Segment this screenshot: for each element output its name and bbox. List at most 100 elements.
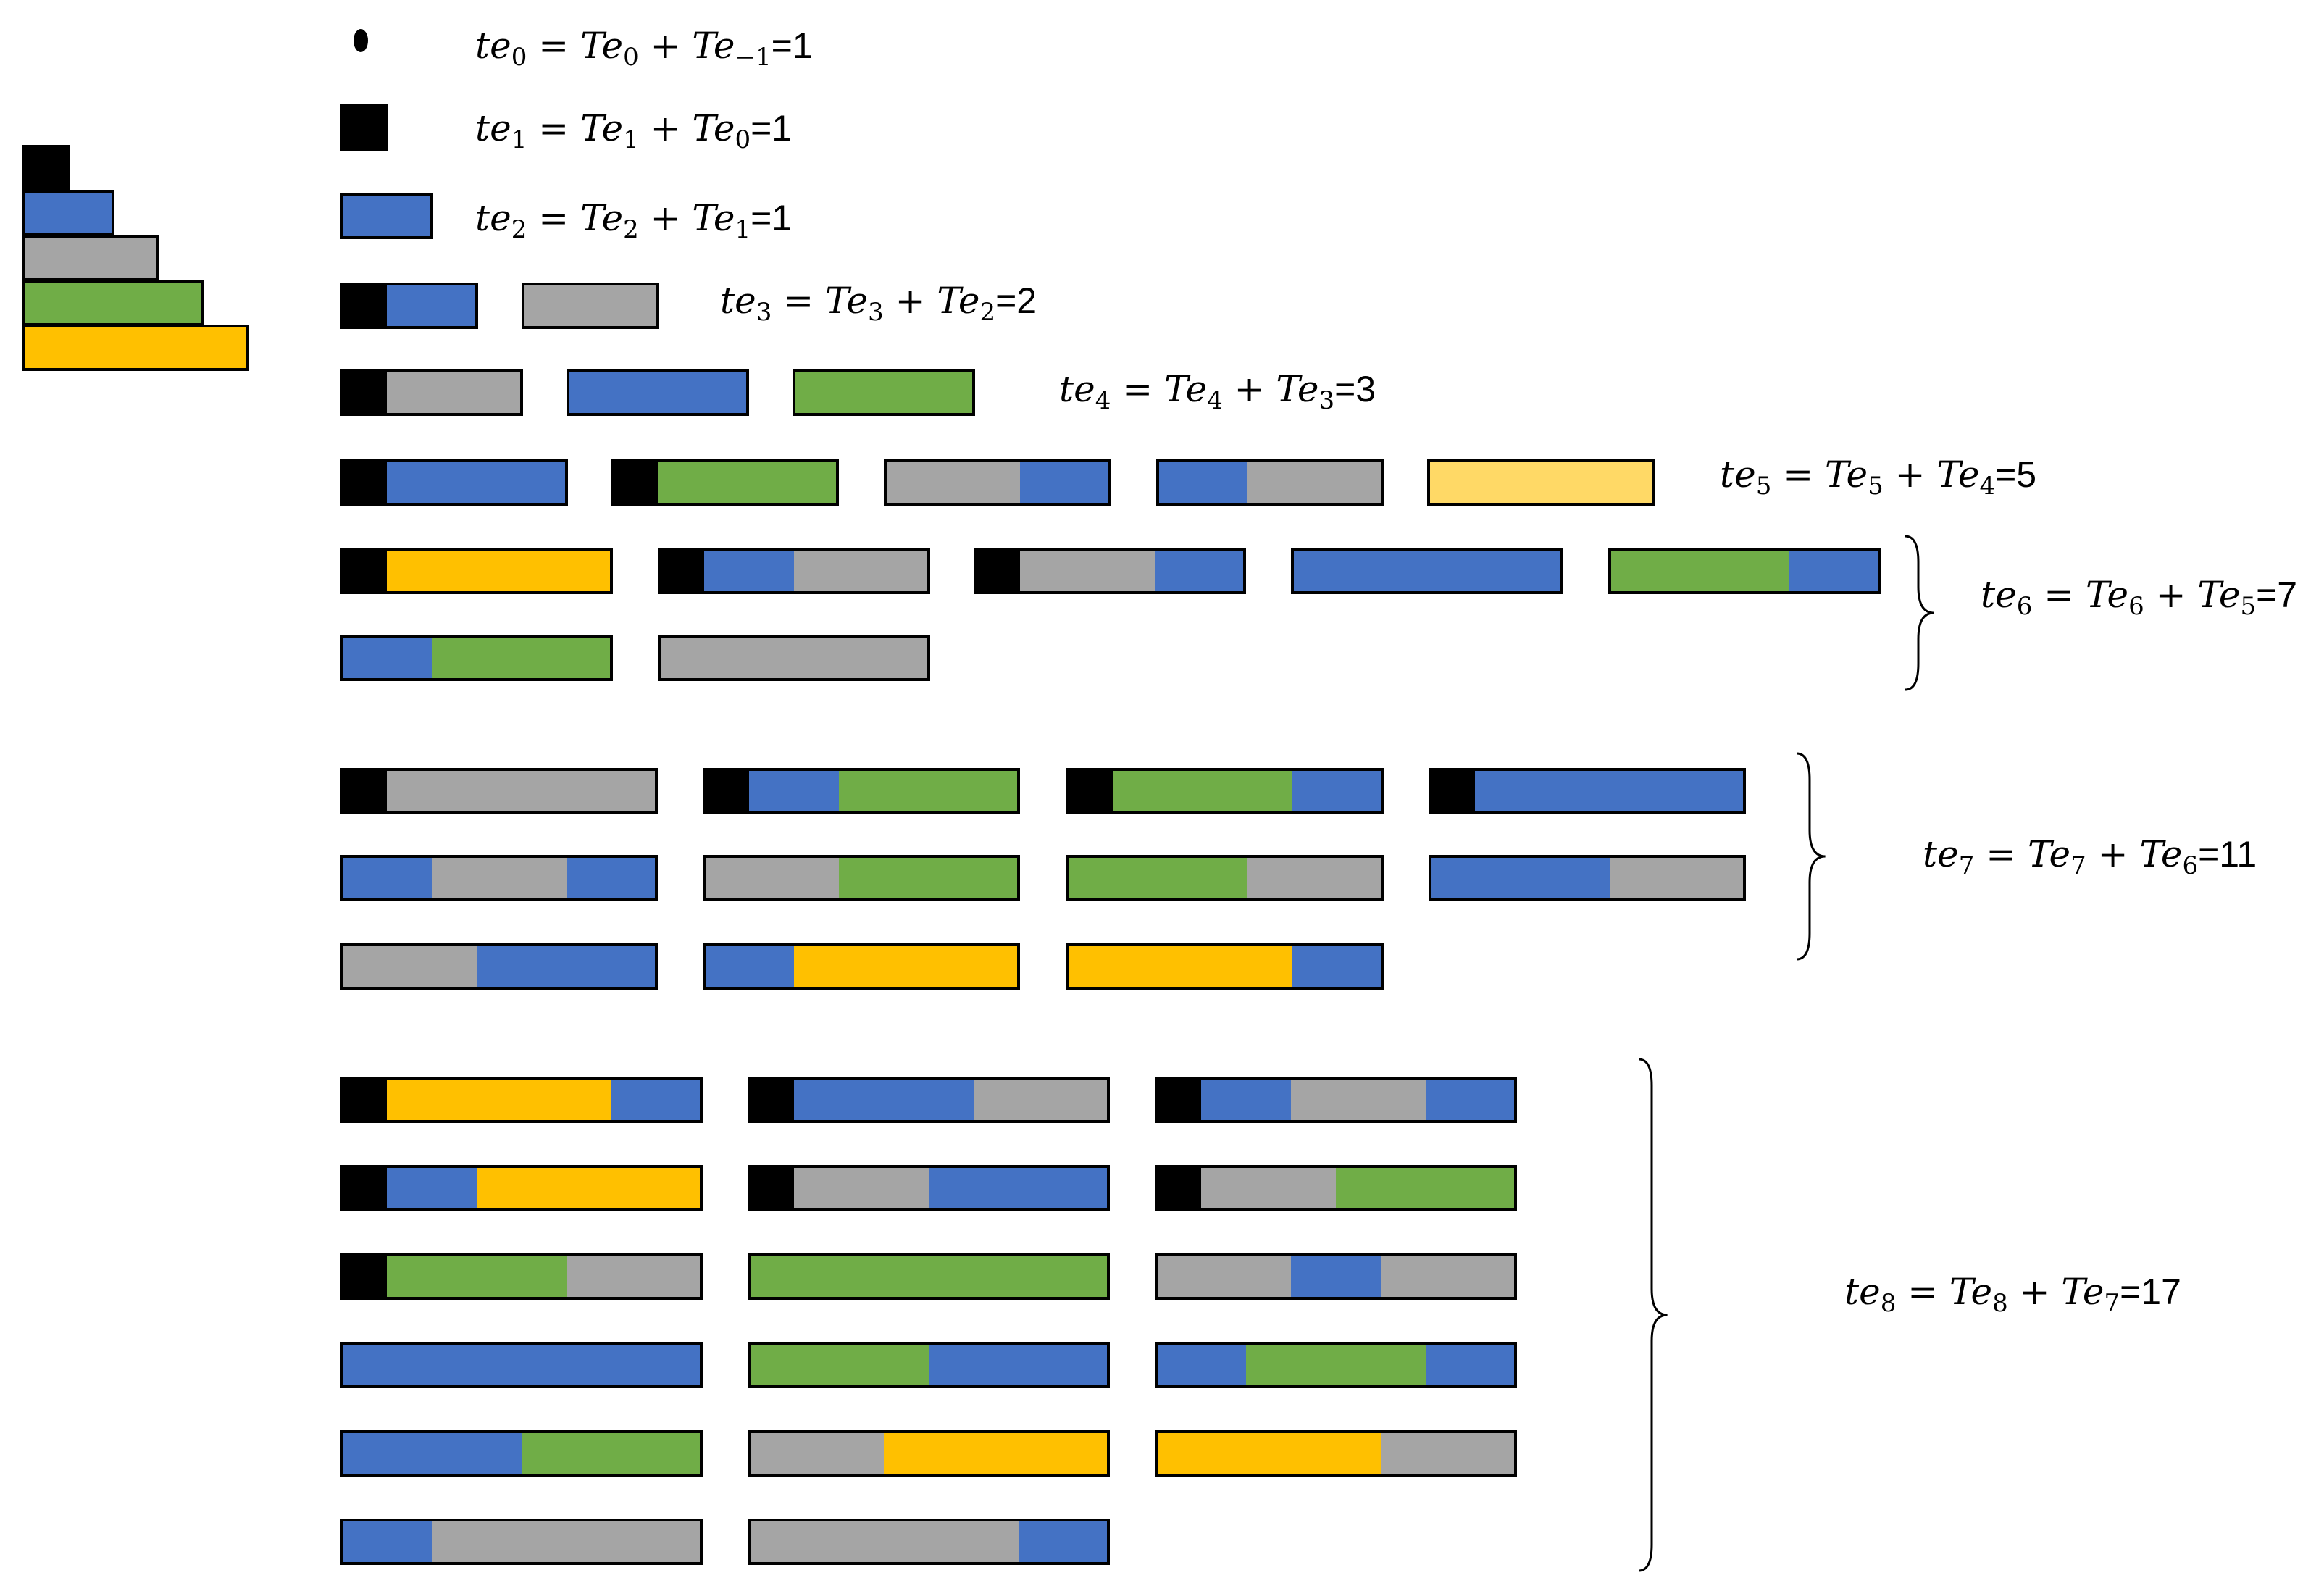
te6-tiling-6-piece-1 [794,636,929,680]
te7-tiling-4-piece-2 [567,856,656,900]
te7-tiling-3-piece-3 [1655,769,1744,813]
te8-tiling-7-piece-1 [929,1255,1108,1298]
te6-tiling-5-piece-1 [432,636,611,680]
te5-tiling-2-piece-1 [1020,461,1110,504]
te7-tiling-10-outline [1066,943,1384,990]
te8-tiling-15-piece-1 [432,1520,567,1563]
legend-bar-orange [23,326,248,369]
te7-tiling-1-piece-0 [704,769,749,813]
te6-tiling-1-outline [658,548,930,594]
legend-bar-black [23,146,68,190]
te5-equation: te5 = Te5 + Te4=5 [1720,454,2036,501]
te6-tiling-3-outline [1291,548,1563,594]
te7-tiling-8-piece-1 [477,945,567,988]
te7-tiling-3-outline [1429,768,1746,814]
eq-lhs: te [1923,833,1959,875]
te8-tiling-0-piece-0 [342,1078,387,1122]
te8-tiling-1-piece-0 [749,1078,794,1122]
eq-lhs: te [1720,454,1756,496]
te8-tiling-8-piece-2 [1381,1255,1516,1298]
te8-tiling-11-piece-0 [1156,1343,1246,1387]
te5-tiling-2-piece-0 [885,461,1020,504]
te8-tiling-1-piece-2 [884,1078,974,1122]
eq-result: =5 [1995,454,2036,495]
te6-tiling-3-piece-0 [1292,549,1382,593]
te7-tiling-3-piece-2 [1565,769,1655,813]
te7-brace [1796,752,1826,961]
te2-tiling-0-outline [340,193,433,239]
te4-tiling-1-piece-1 [658,371,748,414]
te8-tiling-7-outline [748,1253,1110,1300]
eq-lhs: te [475,25,511,67]
te6-tiling-1-piece-1 [704,549,794,593]
te6-tiling-1-piece-2 [794,549,929,593]
eq-result: =11 [2198,834,2257,874]
te7-tiling-2-piece-2 [1292,769,1382,813]
te7-tiling-2-piece-0 [1068,769,1113,813]
te4-tiling-0-piece-0 [342,371,387,414]
te8-tiling-3-piece-1 [387,1166,477,1210]
te4-tiling-0-outline [340,369,523,416]
te3-equation: te3 = Te3 + Te2=2 [720,280,1037,327]
te8-tiling-4-piece-3 [1019,1166,1108,1210]
te6-tiling-1-piece-0 [659,549,704,593]
te8-tiling-9-piece-0 [342,1343,432,1387]
te7-tiling-7-piece-2 [1610,856,1744,900]
te7-tiling-7-outline [1429,855,1746,901]
te4-tiling-2-piece-0 [794,371,974,414]
legend-bar-blue [23,191,113,235]
eq-lhs-sub: 7 [1959,851,1975,880]
te6-tiling-2-piece-1 [1020,549,1155,593]
te5-tiling-4-piece-0 [1429,461,1653,504]
te8-tiling-10-piece-2 [1019,1343,1108,1387]
te8-tiling-15-outline [340,1519,703,1565]
te8-tiling-4-piece-2 [929,1166,1019,1210]
eq-lhs: te [1981,574,2017,616]
eq-lhs-sub: 4 [1095,386,1111,415]
te7-tiling-5-outline [703,855,1020,901]
te6-tiling-2-piece-0 [975,549,1020,593]
te8-tiling-5-piece-2 [1336,1166,1516,1210]
te5-tiling-0-outline [340,459,568,506]
te8-tiling-6-piece-2 [567,1255,701,1298]
te8-tiling-14-piece-0 [1156,1432,1381,1475]
eq-lhs-sub: 1 [511,125,527,154]
te6-tiling-4-outline [1608,548,1881,594]
te5-tiling-3-piece-0 [1158,461,1247,504]
te6-tiling-4-piece-1 [1789,549,1879,593]
eq-lhs: te [475,197,511,239]
te6-tiling-2-piece-2 [1155,549,1245,593]
te8-tiling-16-outline [748,1519,1110,1565]
te8-tiling-11-piece-1 [1246,1343,1426,1387]
eq-lhs-sub: 2 [511,215,527,244]
te7-tiling-5-piece-0 [704,856,839,900]
te8-tiling-2-outline [1155,1077,1517,1123]
te7-tiling-3-piece-0 [1430,769,1475,813]
te8-tiling-9-piece-1 [432,1343,522,1387]
te8-tiling-6-outline [340,1253,703,1300]
eq-lhs: te [475,107,511,149]
te7-tiling-9-outline [703,943,1020,990]
te8-tiling-0-outline [340,1077,703,1123]
eq-result: =1 [772,25,813,66]
te8-tiling-2-piece-1 [1201,1078,1291,1122]
te8-tiling-8-piece-1 [1291,1255,1381,1298]
eq-lhs-sub: 5 [1756,472,1772,501]
te7-tiling-2-piece-1 [1113,769,1292,813]
te3-tiling-0-piece-1 [387,284,477,327]
eq-result: =1 [751,198,792,238]
te5-tiling-4-outline [1427,459,1655,506]
te6-brace [1905,535,1934,691]
te8-tiling-4-outline [748,1165,1110,1211]
te8-tiling-12-piece-1 [432,1432,522,1475]
te2-equation: te2 = Te2 + Te1=1 [475,197,792,244]
te3-tiling-0-outline [340,283,478,329]
te8-brace [1638,1058,1668,1572]
te8-tiling-10-piece-0 [749,1343,929,1387]
eq-result: =3 [1334,369,1376,409]
te7-tiling-1-piece-2 [839,769,1019,813]
te8-tiling-10-outline [748,1342,1110,1388]
te8-tiling-9-piece-3 [611,1343,701,1387]
te7-tiling-0-piece-0 [342,769,387,813]
eq-lhs-sub: 3 [756,298,772,327]
